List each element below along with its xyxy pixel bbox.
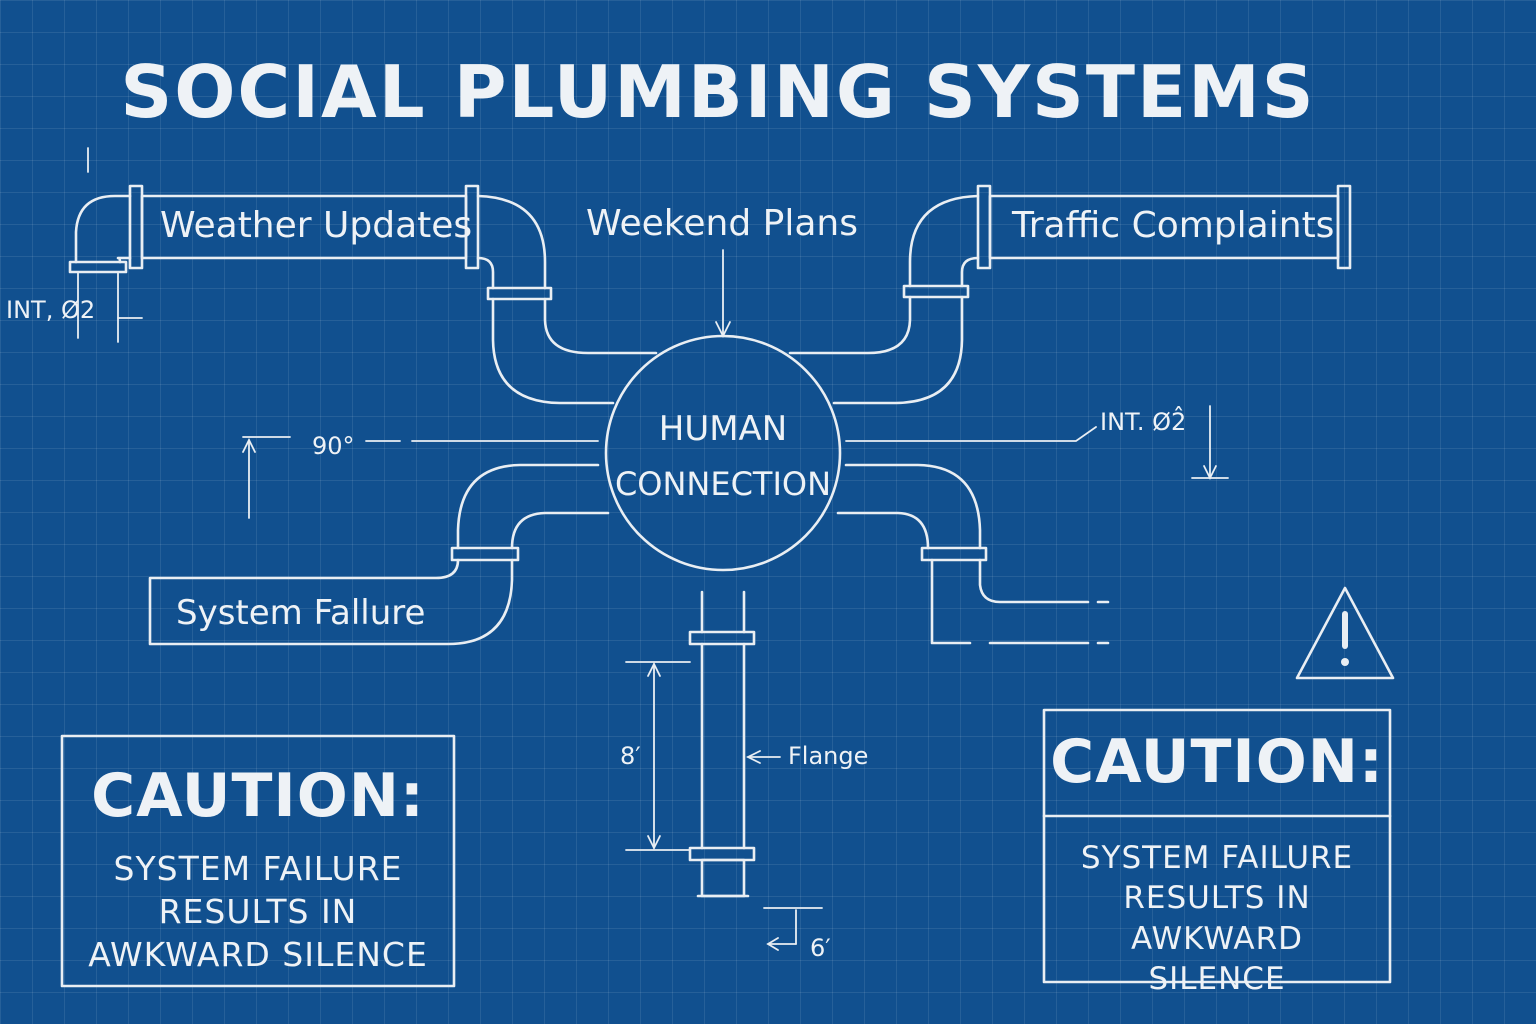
system-failure-label: System Fallure (176, 593, 426, 633)
right-lower-pipe (836, 463, 1110, 645)
page-title: SOCIAL PLUMBING SYSTEMS (120, 50, 1316, 134)
caution-heading-right: CAUTION: (1050, 727, 1384, 797)
flange-label: Flange (788, 742, 869, 770)
hub-label-connection: CONNECTION (614, 465, 832, 503)
length-dimension-8 (625, 661, 691, 851)
flange-arrow (745, 750, 781, 764)
caution-body-left: SYSTEM FAILURE RESULTS IN AWKWARD SILENC… (88, 849, 428, 974)
caution-body-right: SYSTEM FAILURE RESULTS IN AWKWARD SILENC… (1080, 840, 1354, 997)
hub-label-human: HUMAN (658, 409, 788, 449)
length-dimension-6 (763, 907, 823, 951)
int-dimension-left (77, 147, 143, 343)
traffic-pipe (788, 184, 1352, 405)
warning-triangle-icon (1295, 586, 1395, 680)
angle-dimension (242, 436, 599, 519)
failure-pipe (148, 463, 610, 646)
length-label-8: 8′ (620, 742, 641, 770)
caution-heading-left: CAUTION: (91, 761, 425, 831)
weather-updates-label: Weather Updates (160, 205, 473, 246)
length-label-6: 6′ (810, 934, 831, 962)
weekend-arrow (715, 249, 731, 339)
int-label-left: INT, Ø2 (6, 296, 96, 324)
hub-circle (604, 334, 842, 572)
angle-label: 90° (312, 432, 355, 460)
int-dimension-right (845, 405, 1229, 481)
int-label-right: INT. Ø2̂ (1100, 408, 1187, 436)
traffic-complaints-label: Traffic Complaints (1012, 205, 1335, 246)
caution-box-left (60, 734, 456, 988)
bottom-pipe (688, 590, 756, 898)
weekend-plans-label: Weekend Plans (586, 203, 858, 244)
caution-box-right (1042, 708, 1392, 984)
weather-pipe (68, 184, 658, 405)
